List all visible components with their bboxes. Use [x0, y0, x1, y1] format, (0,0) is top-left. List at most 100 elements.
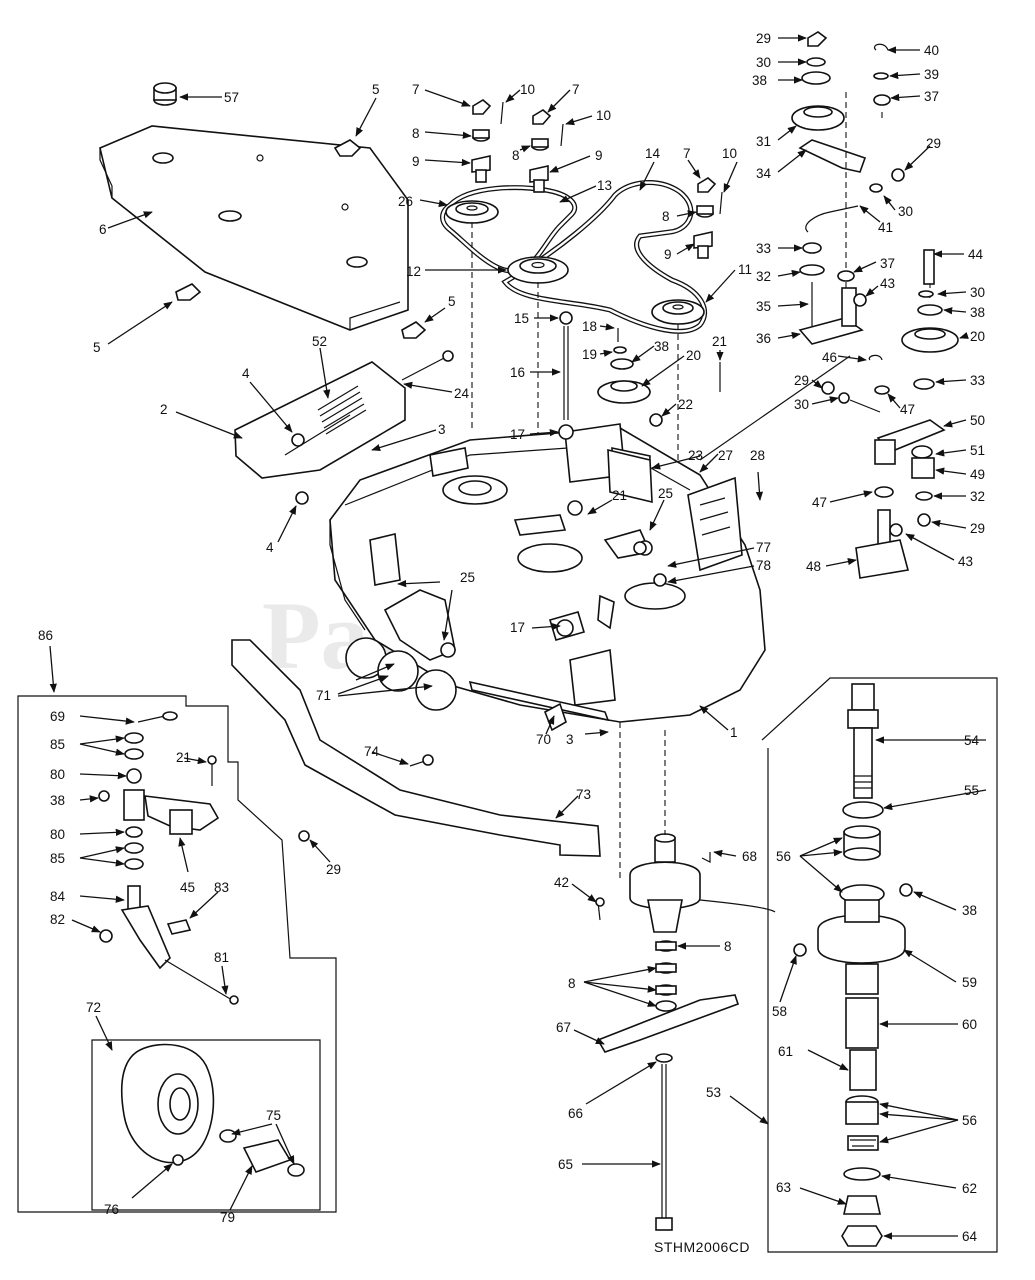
- callout-4: 4: [242, 366, 250, 381]
- stabilizer-rollers-71[interactable]: [345, 637, 457, 711]
- spindle-housing[interactable]: [629, 833, 776, 933]
- callout-30: 30: [794, 397, 809, 412]
- bearing-seals[interactable]: [839, 801, 885, 904]
- spindle-lower-60-61[interactable]: [845, 997, 879, 1091]
- cap-57[interactable]: [153, 82, 177, 106]
- callout-52: 52: [312, 334, 327, 349]
- callout-5: 5: [448, 294, 456, 309]
- callout-41: 41: [878, 220, 893, 235]
- spindle-housing-59[interactable]: [793, 883, 913, 995]
- idler-arm-34[interactable]: [798, 139, 867, 173]
- spindle-15-16[interactable]: [558, 311, 574, 440]
- callout-20: 20: [686, 348, 701, 363]
- callout-7: 7: [412, 82, 420, 97]
- caster-wheel-72[interactable]: [120, 1043, 215, 1166]
- callout-75: 75: [266, 1108, 281, 1123]
- bolt-24[interactable]: [401, 350, 454, 381]
- callout-4: 4: [266, 540, 274, 555]
- callout-8: 8: [568, 976, 576, 991]
- spindle-detail-frame: [761, 677, 998, 1253]
- blade-67[interactable]: [596, 994, 740, 1053]
- lower-bearing-56[interactable]: [841, 1095, 883, 1247]
- caster-bracket-45[interactable]: [144, 795, 220, 835]
- callout-85: 85: [50, 851, 65, 866]
- spacers-8[interactable]: [655, 940, 677, 1012]
- callout-70: 70: [536, 732, 551, 747]
- deck-baffle-2[interactable]: [234, 361, 406, 479]
- callout-33: 33: [970, 373, 985, 388]
- callout-74: 74: [364, 744, 380, 759]
- idler-rod-41[interactable]: [805, 168, 905, 233]
- callout-13: 13: [597, 178, 612, 193]
- callout-56: 56: [776, 849, 791, 864]
- callout-21: 21: [176, 750, 191, 765]
- callout-17: 17: [510, 620, 525, 635]
- bolt-42[interactable]: [595, 897, 605, 921]
- bearings-75-79[interactable]: [219, 1129, 305, 1177]
- callout-9: 9: [664, 247, 672, 262]
- pulley-12[interactable]: [507, 256, 569, 284]
- callout-43: 43: [958, 554, 973, 569]
- callout-8: 8: [512, 148, 520, 163]
- idler-hardware-top[interactable]: [801, 31, 891, 106]
- nuts-4[interactable]: [291, 433, 309, 505]
- pulley-hardware-7-8-9-10[interactable]: [471, 99, 723, 259]
- callout-82: 82: [50, 912, 65, 927]
- spindle-shaft-54[interactable]: [847, 683, 879, 799]
- spring-52[interactable]: [317, 385, 367, 435]
- callout-64: 64: [962, 1229, 978, 1244]
- idler-pulley-31[interactable]: [791, 105, 845, 131]
- callout-32: 32: [756, 269, 771, 284]
- belt-cover[interactable]: [99, 125, 409, 331]
- callout-29: 29: [326, 862, 341, 877]
- callout-38: 38: [962, 903, 977, 918]
- callout-55: 55: [964, 783, 979, 798]
- front-baffle-73[interactable]: [231, 639, 601, 857]
- callout-10: 10: [596, 108, 611, 123]
- callout-9: 9: [595, 148, 603, 163]
- bolt-74[interactable]: [409, 754, 434, 767]
- roller-brackets-25[interactable]: [383, 541, 647, 661]
- callout-59: 59: [962, 975, 977, 990]
- pulley-11[interactable]: [651, 299, 705, 325]
- callout-29: 29: [970, 521, 985, 536]
- callout-71: 71: [316, 688, 331, 703]
- idler-hardware-mid[interactable]: [799, 242, 867, 307]
- knob-5[interactable]: [175, 139, 427, 339]
- drive-belt-14[interactable]: [501, 180, 708, 334]
- callout-18: 18: [582, 319, 597, 334]
- callout-2: 2: [160, 402, 168, 417]
- caster-fork-84[interactable]: [99, 885, 239, 1005]
- idler-pulley-20-right[interactable]: [901, 249, 959, 353]
- callout-8: 8: [412, 126, 420, 141]
- drive-belt-13[interactable]: [440, 185, 578, 274]
- caster-hardware[interactable]: [98, 711, 217, 870]
- callout-83: 83: [214, 880, 229, 895]
- callout-30: 30: [756, 55, 771, 70]
- idler-belt-23[interactable]: [607, 448, 653, 504]
- pulley-26[interactable]: [445, 200, 499, 224]
- callout-30: 30: [898, 204, 913, 219]
- callout-35: 35: [756, 299, 771, 314]
- pivot-48[interactable]: [855, 509, 909, 579]
- idler-arm-50[interactable]: [821, 354, 946, 527]
- callout-6: 6: [99, 222, 107, 237]
- callout-38: 38: [752, 73, 767, 88]
- idler-pulley-20-center[interactable]: [597, 328, 721, 427]
- callout-56: 56: [962, 1113, 977, 1128]
- callout-29: 29: [794, 373, 809, 388]
- callout-79: 79: [220, 1210, 235, 1225]
- callout-23: 23: [688, 448, 703, 463]
- callout-22: 22: [678, 397, 693, 412]
- callout-14: 14: [645, 146, 661, 161]
- idler-bracket-36[interactable]: [798, 282, 864, 345]
- callout-80: 80: [50, 767, 65, 782]
- callout-78: 78: [756, 558, 771, 573]
- callout-54: 54: [964, 733, 980, 748]
- callout-50: 50: [970, 413, 985, 428]
- callout-25: 25: [658, 486, 673, 501]
- callout-47: 47: [900, 402, 915, 417]
- blade-bolt-65[interactable]: [655, 1053, 673, 1231]
- nut-29[interactable]: [298, 830, 310, 842]
